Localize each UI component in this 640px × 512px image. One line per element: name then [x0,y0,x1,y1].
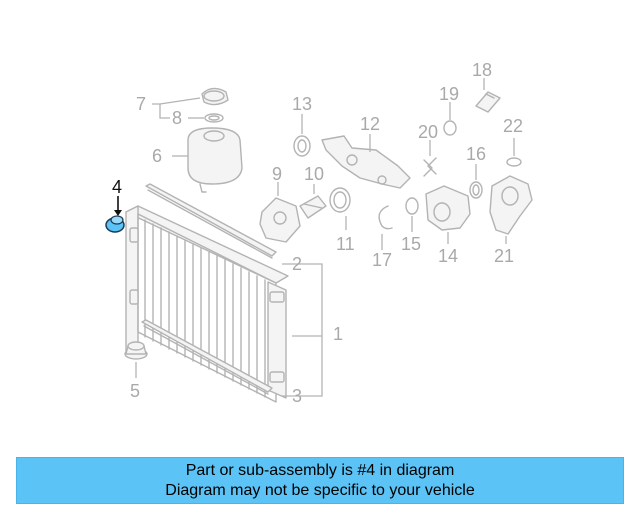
part-7-tank-cap[interactable] [201,87,229,106]
part-17-retaining-clip[interactable] [378,205,393,250]
part-13-seal-ring[interactable] [293,114,311,157]
label-4: 4 [112,177,122,197]
part-15-o-ring[interactable] [405,197,419,232]
parts-diagram: 1 2 3 4 5 6 7 8 9 10 11 12 13 14 15 16 1… [105,60,533,406]
label-10: 10 [304,164,324,184]
label-20: 20 [418,122,438,142]
part-11-o-ring[interactable] [329,187,351,230]
label-5: 5 [130,381,140,401]
banner-line-2: Diagram may not be specific to your vehi… [165,481,475,499]
part-10-thermostat[interactable] [299,184,327,219]
part-20-clip[interactable] [423,140,437,177]
label-6: 6 [152,146,162,166]
label-17: 17 [372,250,392,270]
label-16: 16 [466,144,486,164]
part-5-rubber-mount[interactable] [124,341,148,378]
part-4-radiator-mount[interactable] [105,196,125,233]
part-2-upper-seal[interactable] [145,183,277,259]
label-19: 19 [439,84,459,104]
part-18-sensor[interactable] [475,78,501,113]
label-21: 21 [494,246,514,266]
part-9-pump-housing[interactable] [259,182,301,243]
label-22: 22 [503,116,523,136]
label-13: 13 [292,94,312,114]
label-15: 15 [401,234,421,254]
label-12: 12 [360,114,380,134]
part-14-hose-connector[interactable] [425,185,471,244]
part-3-lower-seal[interactable] [141,319,273,395]
part-22-o-ring[interactable] [506,138,522,167]
banner-line-1: Part or sub-assembly is #4 in diagram [185,461,455,479]
label-3: 3 [292,386,302,406]
label-18: 18 [472,60,492,80]
info-banner: Part or sub-assembly is #4 in diagram Di… [16,457,624,504]
part-21-outlet-flange[interactable] [489,175,533,244]
part-19-sensor-clip[interactable] [443,102,457,136]
label-2: 2 [292,254,302,274]
label-11: 11 [336,234,355,254]
label-8: 8 [172,108,182,128]
label-14: 14 [438,246,458,266]
label-7: 7 [136,94,146,114]
part-6-expansion-tank[interactable] [172,127,243,193]
part-8-cap-gasket[interactable] [204,113,224,123]
label-1: 1 [333,324,343,344]
part-16-o-ring[interactable] [469,164,483,199]
part-1-radiator[interactable] [125,205,289,403]
part-12-coolant-flange[interactable] [321,134,411,189]
label-9: 9 [272,164,282,184]
